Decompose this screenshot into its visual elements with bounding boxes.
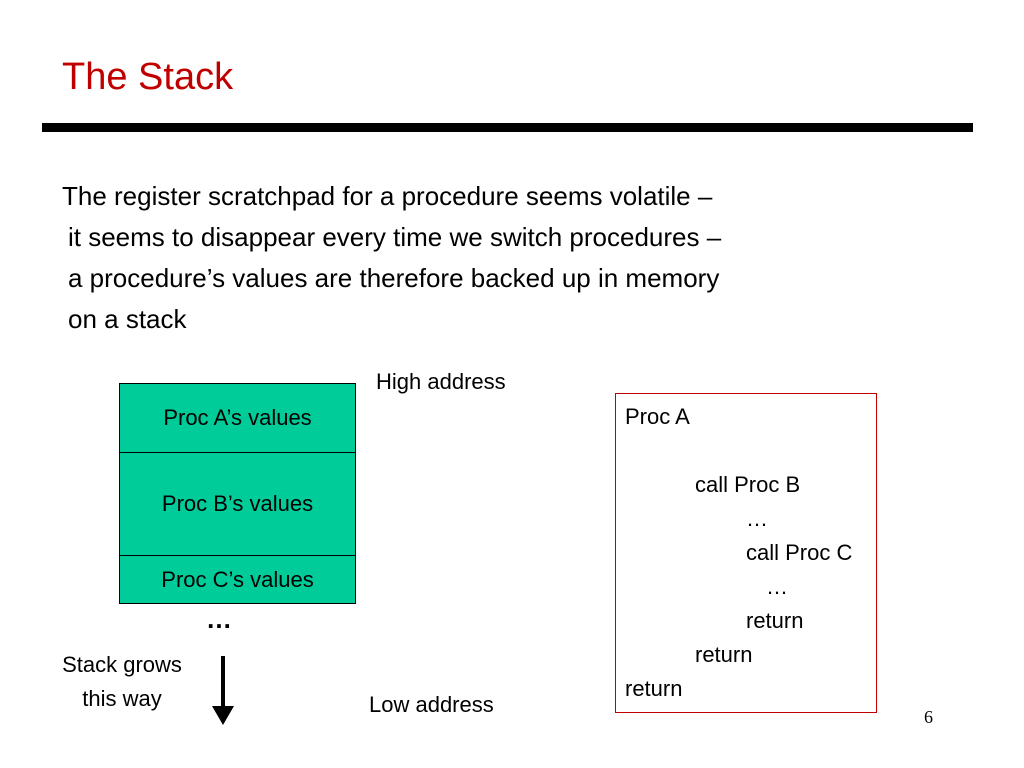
code-line: return: [695, 642, 753, 667]
body-line: a procedure’s values are therefore backe…: [68, 263, 720, 293]
down-arrow-icon: [212, 656, 234, 725]
code-box: Proc A call Proc B … call Proc C … retur…: [615, 393, 877, 713]
code-line: …: [746, 506, 768, 531]
page-number: 6: [924, 707, 933, 727]
low-address-label: Low address: [369, 692, 494, 717]
stack-grows-line: this way: [82, 686, 162, 711]
code-line: …: [766, 574, 788, 599]
title-rule: [42, 123, 973, 132]
stack-cell-proc-b: Proc B’s values: [120, 453, 355, 556]
code-line: Proc A: [625, 404, 690, 429]
code-line: call Proc B: [695, 472, 801, 497]
code-line: call Proc C: [746, 540, 853, 565]
stack-diagram: Proc A’s values Proc B’s values Proc C’s…: [119, 383, 356, 604]
high-address-label: High address: [376, 369, 506, 394]
code-line: return: [746, 608, 804, 633]
body-line: The register scratchpad for a procedure …: [62, 181, 713, 211]
slide-title: The Stack: [62, 56, 234, 98]
body-line: on a stack: [68, 304, 187, 334]
body-text: The register scratchpad for a procedure …: [62, 176, 721, 340]
stack-cell-proc-c: Proc C’s values: [120, 556, 355, 603]
code-line: return: [625, 676, 683, 701]
stack-cell-proc-a: Proc A’s values: [120, 384, 355, 453]
body-line: it seems to disappear every time we swit…: [68, 222, 722, 252]
stack-grows-line: Stack grows: [62, 652, 182, 677]
stack-ellipsis: …: [206, 604, 232, 634]
stack-grows-label: Stack grows this way: [46, 648, 198, 716]
